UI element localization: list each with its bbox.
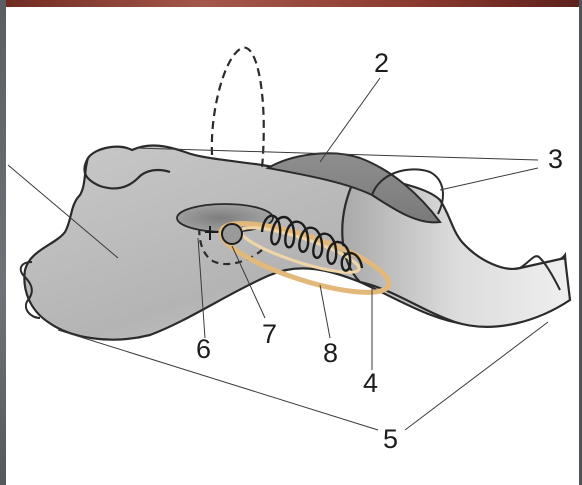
callout-label-6: 6 xyxy=(196,334,211,364)
callout-label-2: 2 xyxy=(374,48,389,78)
callout-label-4: 4 xyxy=(363,368,378,398)
leader-line-3b xyxy=(440,168,538,190)
right-saddle xyxy=(342,178,570,327)
callout-label-5: 5 xyxy=(383,424,398,454)
leader-line-5b xyxy=(405,322,548,430)
callout-label-7: 7 xyxy=(262,319,277,349)
callout-label-8: 8 xyxy=(323,338,338,368)
leader-line-8 xyxy=(320,285,330,338)
callout-label-3: 3 xyxy=(548,144,563,174)
dashed-tooth-outline xyxy=(212,48,264,168)
wire-anchor-bead xyxy=(222,224,242,244)
leader-line-2 xyxy=(320,78,380,162)
